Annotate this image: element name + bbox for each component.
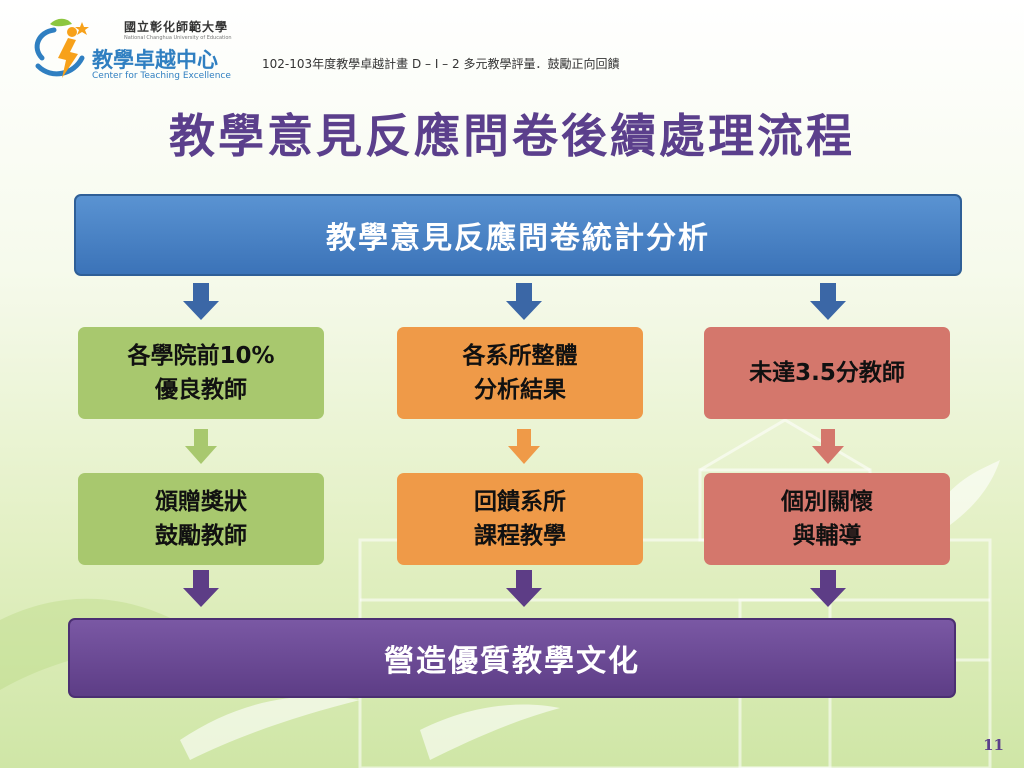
flow-box-statistics: 教學意見反應問卷統計分析: [74, 194, 962, 276]
down-arrow-icon: [810, 283, 846, 320]
logo-center-name-en: Center for Teaching Excellence: [92, 71, 231, 81]
flow-box-individual-care: 個別關懷 與輔導: [704, 473, 950, 565]
flow-box-below-threshold: 未達3.5分教師: [704, 327, 950, 419]
center-logo: 國立彰化師範大學 National Changhua University of…: [28, 14, 238, 88]
down-arrow-icon: [506, 570, 542, 607]
flow-box-teaching-culture: 營造優質教學文化: [68, 618, 956, 698]
flow-box-award-certificates: 頒贈獎狀 鼓勵教師: [78, 473, 324, 565]
down-arrow-icon: [810, 570, 846, 607]
flow-box-course-feedback: 回饋系所 課程教學: [397, 473, 643, 565]
down-arrow-icon: [506, 283, 542, 320]
down-arrow-icon: [183, 570, 219, 607]
flow-box-top-teachers: 各學院前10% 優良教師: [78, 327, 324, 419]
logo-center-name: 教學卓越中心: [92, 48, 218, 72]
logo-figure-icon: [34, 18, 89, 78]
down-arrow-icon: [508, 429, 540, 464]
down-arrow-icon: [185, 429, 217, 464]
down-arrow-icon: [183, 283, 219, 320]
logo-university-name: 國立彰化師範大學: [124, 20, 229, 34]
down-arrow-icon: [812, 429, 844, 464]
flow-box-department-analysis: 各系所整體 分析結果: [397, 327, 643, 419]
page-number: 11: [983, 736, 1004, 754]
page-title: 教學意見反應問卷後續處理流程: [169, 109, 855, 163]
header-subtitle: 102-103年度教學卓越計畫 D – I – 2 多元教學評量．鼓勵正向回饋: [262, 57, 620, 71]
logo-university-name-en: National Changhua University of Educatio…: [124, 35, 232, 41]
